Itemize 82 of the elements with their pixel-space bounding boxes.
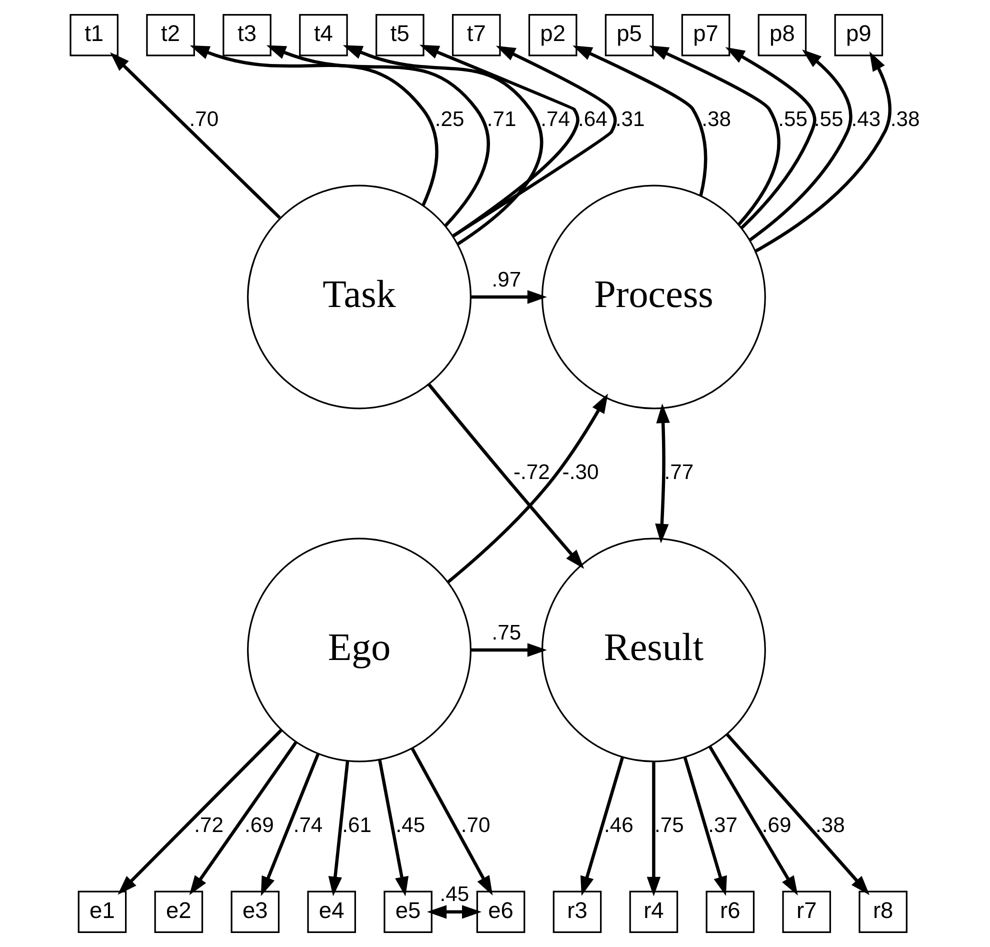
- arrow: [748, 49, 852, 242]
- arrow: [470, 643, 546, 657]
- arrow: [572, 46, 707, 196]
- node-box: e1: [77, 890, 126, 934]
- arrow: [725, 733, 870, 896]
- edge-label: .75: [491, 621, 521, 644]
- node-box: e3: [230, 890, 280, 934]
- node-circle: Result: [540, 538, 766, 762]
- node-box: e4: [306, 890, 356, 934]
- edge-label: .43: [850, 108, 880, 132]
- edge-label: .70: [188, 108, 218, 132]
- edge-label: .25: [434, 108, 464, 132]
- node-box: t4: [298, 14, 348, 56]
- arrow: [580, 757, 624, 896]
- arrow: [446, 394, 608, 584]
- node-box: t2: [146, 14, 194, 56]
- node-box: e5: [383, 890, 432, 934]
- arrow: [418, 44, 579, 238]
- arrow: [266, 45, 490, 227]
- edge-label: .55: [813, 108, 843, 132]
- arrow: [110, 52, 280, 219]
- node-box: t1: [69, 14, 118, 56]
- arrow: [260, 753, 320, 896]
- edge-label: .72: [194, 814, 223, 838]
- edge-label: .38: [890, 108, 920, 132]
- edge-label: .46: [604, 814, 633, 838]
- edge-label: -.72: [512, 461, 550, 484]
- edge-label: .55: [778, 108, 807, 132]
- edge-label: .31: [614, 108, 644, 132]
- node-box: p9: [834, 14, 883, 56]
- edge-label: .77: [664, 461, 694, 484]
- node-box: t5: [375, 14, 424, 56]
- edge-label: .74: [540, 108, 570, 132]
- edge-label: .64: [578, 108, 607, 132]
- node-circle: Ego: [246, 538, 471, 762]
- arrow: [452, 46, 616, 238]
- node-box: r8: [858, 890, 907, 934]
- arrow: [427, 383, 584, 569]
- node-box: p7: [680, 14, 730, 56]
- edge-label: .97: [491, 268, 521, 292]
- node-box: t3: [222, 14, 271, 56]
- arrow: [708, 746, 798, 896]
- arrow: [378, 760, 408, 896]
- edge-label: .61: [342, 814, 372, 838]
- node-box: p5: [604, 14, 654, 56]
- arrow: [724, 47, 816, 230]
- edge-label: .74: [292, 814, 322, 838]
- edge-label: .38: [701, 108, 731, 132]
- node-circle: Process: [540, 184, 766, 410]
- node-box: r3: [552, 890, 602, 934]
- node-box: r6: [705, 890, 754, 934]
- edge-label: .45: [395, 814, 425, 838]
- arrow: [470, 290, 546, 304]
- node-box: r7: [782, 890, 831, 934]
- node-circle: Task: [246, 184, 471, 410]
- arrow: [648, 46, 780, 226]
- arrow: [646, 762, 660, 896]
- arrow: [342, 45, 542, 246]
- edge-label: .75: [654, 814, 684, 838]
- node-box: e2: [154, 890, 203, 934]
- edge-label: .69: [244, 814, 274, 838]
- edge-label: .38: [815, 814, 844, 838]
- node-box: t7: [451, 14, 500, 56]
- arrow: [654, 403, 670, 544]
- edge-label: .71: [486, 108, 516, 132]
- arrow: [426, 905, 482, 919]
- node-box: e6: [476, 890, 525, 934]
- arrow: [682, 757, 726, 896]
- edge-label: .37: [708, 814, 738, 838]
- edge-label: .45: [439, 883, 469, 906]
- edge-label: .70: [460, 814, 490, 838]
- node-box: p8: [757, 14, 806, 56]
- arrow: [754, 51, 891, 252]
- edge-label: .69: [761, 814, 791, 838]
- arrow: [189, 45, 438, 206]
- node-box: p2: [528, 14, 577, 56]
- arrow: [188, 741, 297, 896]
- arrow: [328, 761, 349, 896]
- arrow: [117, 728, 282, 895]
- edge-label: -.30: [562, 461, 598, 484]
- arrow: [410, 748, 492, 896]
- node-box: r4: [628, 890, 678, 934]
